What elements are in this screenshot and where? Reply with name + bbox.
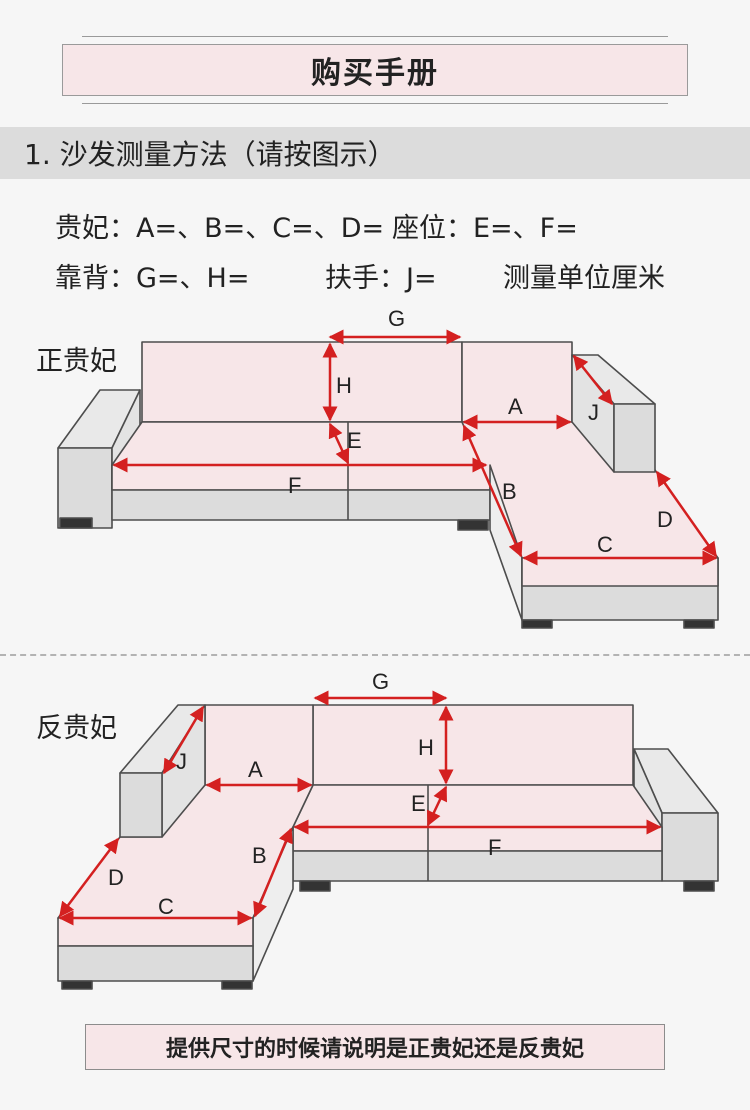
seat-top [111, 421, 491, 466]
seat-top [292, 784, 663, 828]
foot [299, 880, 331, 892]
title-bottom-line [82, 103, 668, 104]
legend-chaise: 贵妃：A=、B=、C=、D= [55, 213, 385, 244]
foot [683, 880, 715, 892]
label-b: B [252, 843, 267, 868]
chaise-front-upper [521, 557, 719, 587]
measure-j [162, 705, 205, 775]
label-f: F [288, 473, 301, 498]
foot [457, 519, 489, 531]
label-j: J [176, 749, 187, 774]
label-d: D [657, 507, 673, 532]
label-j: J [588, 400, 599, 425]
label-a: A [248, 757, 263, 782]
foot [521, 619, 553, 629]
legend-arm: 扶手：J= [325, 263, 437, 294]
measure-d [59, 837, 119, 918]
measure-b [253, 827, 293, 918]
foot [221, 980, 253, 990]
left-chaise-sofa-diagram: G H E F A J B C D [57, 669, 719, 990]
measure-d [655, 470, 718, 558]
left-arm-front [119, 772, 163, 838]
foot [61, 980, 93, 990]
section-divider [0, 654, 750, 656]
legend-seat: 座位：E=、F= [392, 213, 578, 244]
label-b: B [502, 479, 517, 504]
label-c: C [597, 532, 613, 557]
chaise-front [57, 945, 254, 982]
label-f: F [488, 835, 501, 860]
seat-front-lower [111, 489, 491, 521]
label-h: H [336, 373, 352, 398]
seat-front-upper [292, 826, 663, 852]
measure-j [573, 354, 613, 406]
section-heading: 1. 沙发测量方法（请按图示） [0, 127, 750, 179]
right-chaise-sofa-diagram: G H E F A J B C D [57, 306, 719, 629]
label-g: G [372, 669, 389, 694]
measure-e [328, 422, 350, 465]
label-e: E [411, 791, 426, 816]
right-arm-front [613, 403, 656, 473]
label-e: E [347, 428, 362, 453]
seat-front-lower [292, 850, 663, 882]
legend-back: 靠背：G=、H= [55, 263, 250, 294]
chaise-front-upper [57, 917, 254, 947]
left-arm-front [57, 447, 113, 529]
label-a: A [508, 394, 523, 419]
label-c: C [158, 894, 174, 919]
footer-note: 提供尺寸的时候请说明是正贵妃还是反贵妃 [85, 1024, 665, 1070]
foot [683, 619, 715, 629]
foot [59, 517, 93, 529]
backrest-left [141, 341, 463, 423]
right-chaise-label: 正贵妃 [36, 346, 117, 377]
backrest-right [312, 704, 634, 786]
page-title: 购买手册 [62, 44, 688, 96]
label-d: D [108, 865, 124, 890]
title-top-line [82, 36, 668, 37]
right-arm-front [661, 812, 719, 882]
label-h: H [418, 735, 434, 760]
measure-b [462, 424, 523, 558]
label-g: G [388, 306, 405, 331]
left-chaise-label: 反贵妃 [36, 713, 117, 744]
measure-e [426, 785, 448, 827]
legend-unit: 测量单位厘米 [503, 263, 665, 294]
